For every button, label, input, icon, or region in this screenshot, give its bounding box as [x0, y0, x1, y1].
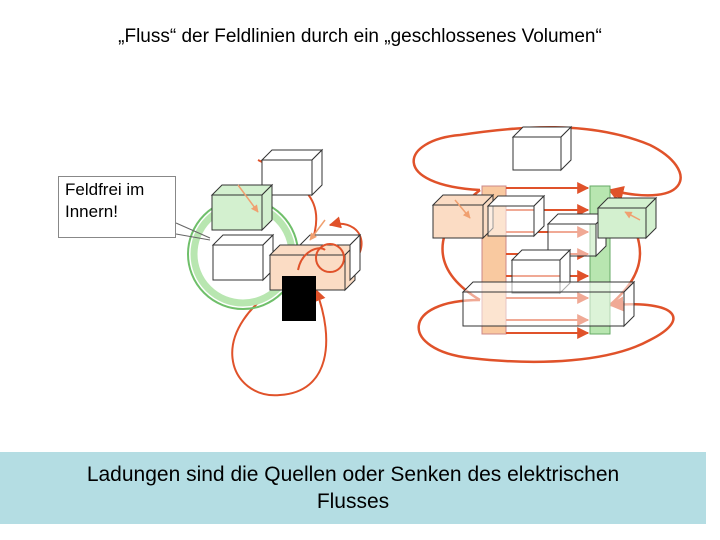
callout-box: Feldfrei im Innern!	[58, 176, 176, 238]
callout-pointer-2	[175, 233, 211, 241]
cube-right-top	[511, 125, 573, 172]
field-line-inner	[297, 247, 326, 271]
slide-title: „Fluss“ der Feldlinien durch ein „geschl…	[118, 26, 602, 47]
cube-right-middle-top	[486, 194, 546, 238]
field-flux-diagram	[175, 125, 682, 397]
small-arrow-left	[454, 199, 471, 219]
cube-right-left	[431, 193, 495, 240]
left-diagram	[187, 148, 363, 397]
small-arrow-right	[624, 211, 641, 221]
caption-line-2: Flusses	[316, 490, 390, 513]
cube-inside-sphere	[211, 233, 275, 282]
inner-arrow-2	[309, 219, 326, 241]
charge-black	[282, 276, 316, 321]
charge-loop	[315, 243, 345, 273]
inner-arrow-1	[237, 184, 259, 213]
cube-green	[210, 183, 274, 232]
cube-right-green	[596, 196, 658, 240]
caption-line-1: Ladungen sind die Quellen oder Senken de…	[86, 463, 620, 486]
cube-right-bottom	[461, 280, 636, 328]
field-line-bottom-loop	[417, 296, 675, 364]
callout-line-2: Innern!	[65, 202, 118, 221]
caption-band	[0, 452, 706, 524]
caption: Ladungen sind die Quellen oder Senken de…	[0, 461, 706, 515]
callout-line-1: Feldfrei im	[65, 180, 145, 199]
callout-pointer-1	[175, 222, 211, 239]
field-line-left-outer	[231, 279, 328, 397]
right-diagram	[412, 125, 682, 364]
